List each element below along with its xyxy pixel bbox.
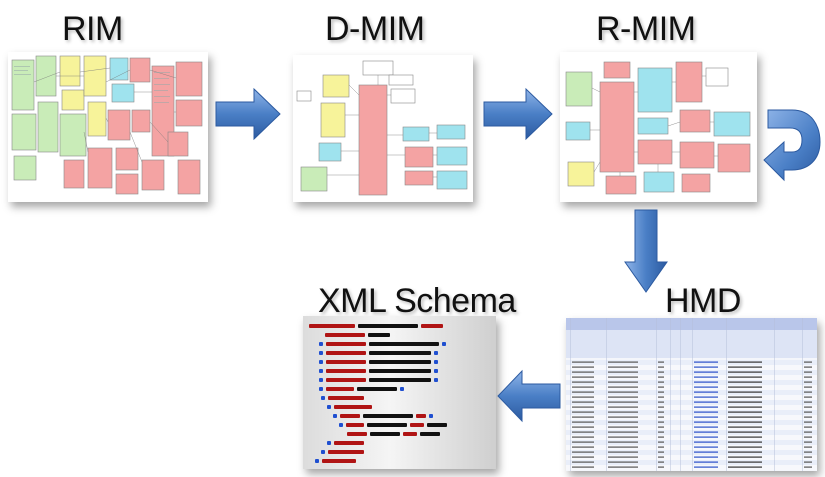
xml-schema-title: XML Schema bbox=[318, 282, 516, 320]
dmim-diagram bbox=[293, 55, 473, 202]
rmim-diagram bbox=[560, 52, 757, 202]
curved-return-arrow-icon bbox=[763, 109, 821, 182]
hmd-title: HMD bbox=[665, 282, 741, 320]
arrow-right-icon bbox=[483, 87, 553, 141]
dmim-title: D-MIM bbox=[325, 10, 425, 48]
xml-schema-code bbox=[303, 316, 496, 469]
rmim-title: R-MIM bbox=[596, 10, 696, 48]
arrow-right-icon bbox=[215, 87, 281, 141]
arrow-left-icon bbox=[497, 369, 561, 423]
rim-diagram bbox=[8, 52, 208, 202]
rim-title: RIM bbox=[62, 10, 123, 48]
arrow-down-icon bbox=[624, 209, 668, 293]
hmd-table bbox=[566, 318, 817, 471]
